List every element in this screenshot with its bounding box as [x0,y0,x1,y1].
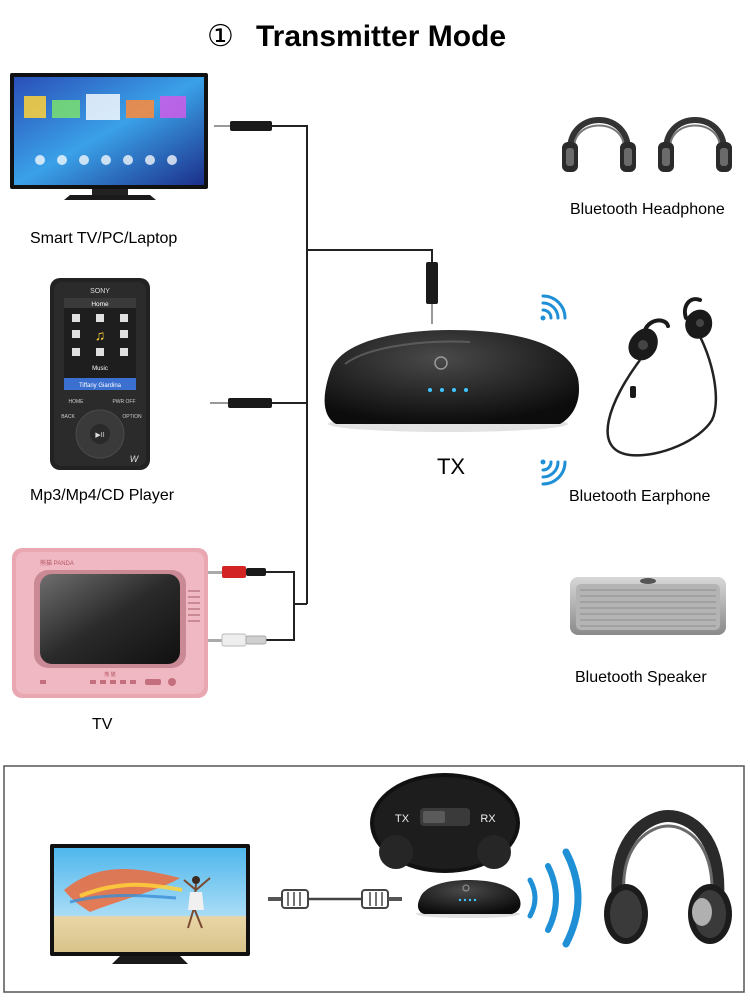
svg-text:熊 猫: 熊 猫 [104,671,115,678]
bluetooth-signal-icon [541,296,566,321]
svg-text:♫: ♫ [95,327,106,343]
bluetooth-signal-icon [541,460,566,485]
source-label-media-player: Mp3/Mp4/CD Player [30,487,175,504]
receiver-label-speaker: Bluetooth Speaker [575,669,707,686]
rca-plug-white [208,634,266,646]
smart-tv-icon [10,73,208,200]
aux-plug-device [426,262,438,324]
switch-label-rx: RX [480,813,496,825]
svg-text:熊猫 PANDA: 熊猫 PANDA [40,559,74,567]
switch-label-tx: TX [395,813,410,825]
circled-number: ① [207,20,234,53]
svg-text:BACK: BACK [61,414,75,420]
svg-text:Music: Music [92,366,108,372]
device-label: TX [437,454,465,479]
receiver-label-earphone: Bluetooth Earphone [569,488,711,505]
media-player-icon: SONY Home ♫ Music Tiffany Giardina HOME … [50,278,150,470]
bluetooth-transmitter-device [325,330,579,432]
svg-text:Home: Home [91,301,109,308]
svg-text:▶II: ▶II [95,432,104,439]
mode-switch-closeup: TX RX [370,773,520,873]
receiver-label-headphone: Bluetooth Headphone [570,201,725,218]
svg-text:HOME: HOME [69,399,85,405]
flat-tv-icon [50,844,250,964]
page-title: Transmitter Mode [256,20,506,53]
source-label-smart-tv: Smart TV/PC/Laptop [30,230,177,247]
svg-text:Tiffany Giardina: Tiffany Giardina [79,383,122,389]
earphone-icon [608,299,716,455]
aux-plug-player [210,398,272,408]
aux-plug-tv [214,121,272,131]
headphones-icon [658,120,732,172]
source-label-tv: TV [92,716,113,733]
rca-plug-red [208,566,266,578]
crt-tv-icon: 熊猫 PANDA 熊 猫 [12,548,208,698]
svg-text:SONY: SONY [90,288,110,295]
headphones-icon [562,120,636,172]
svg-text:PWR OFF: PWR OFF [112,399,135,405]
speaker-icon [570,577,726,635]
svg-text:OPTION: OPTION [122,414,142,420]
